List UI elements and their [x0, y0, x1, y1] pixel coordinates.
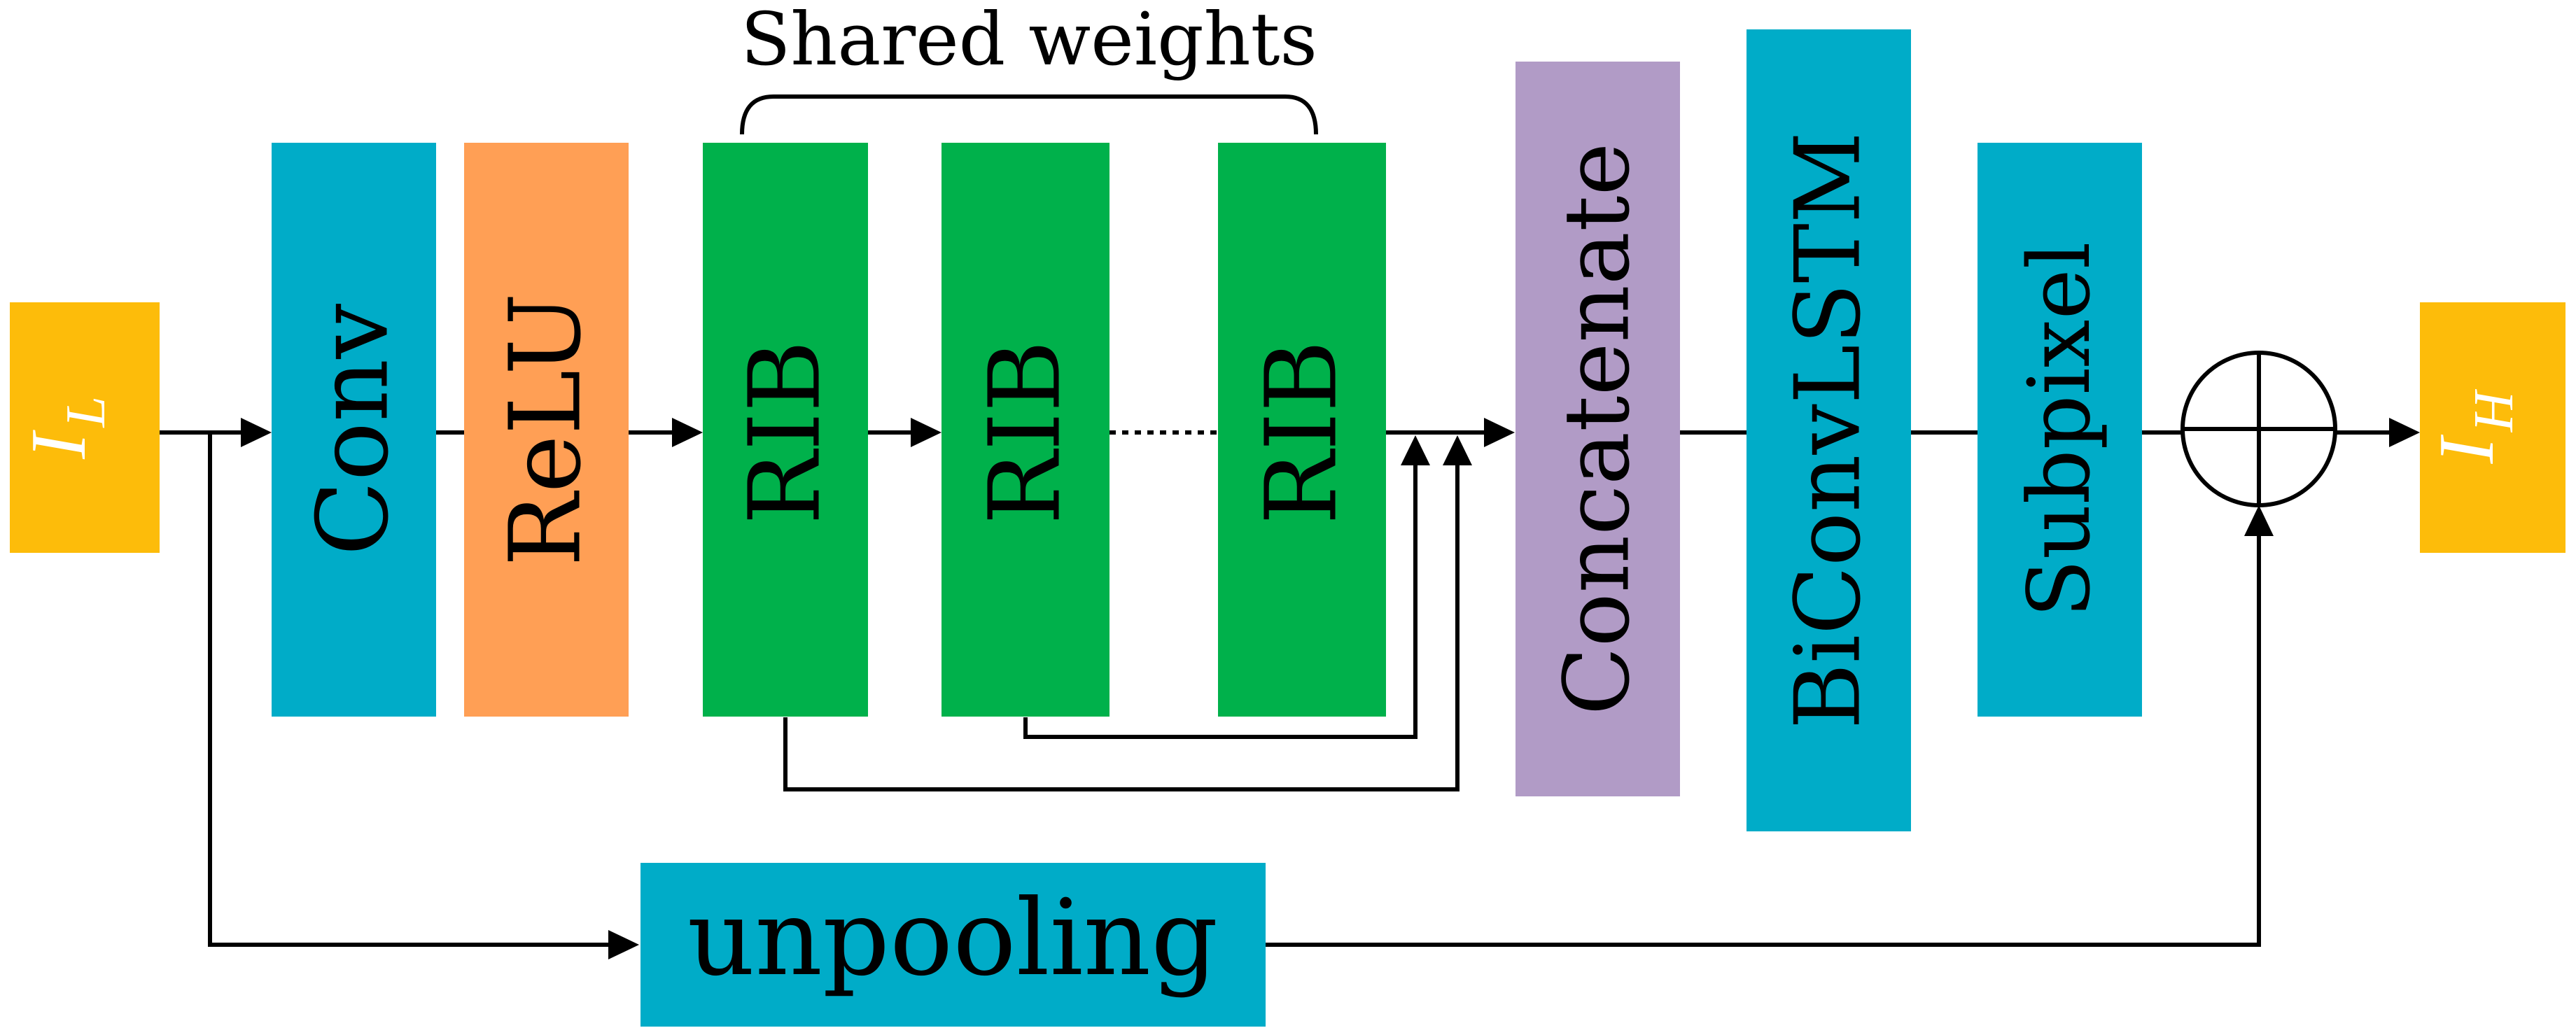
subpixel-block: Subpixel	[1977, 143, 2142, 717]
edge-rib2-skip	[1023, 460, 1418, 739]
conv-label: Conv	[297, 304, 411, 556]
biconvlstm-label: BiConvLSTM	[1777, 132, 1881, 729]
edge-rib1-skip	[783, 460, 1460, 791]
concatenate-box	[1516, 62, 1680, 796]
unpooling-label: unpooling	[687, 878, 1218, 999]
shared-weights-label: Shared weights	[741, 0, 1317, 82]
conv-box	[272, 143, 436, 717]
rib-block-1: RIB	[703, 143, 868, 717]
biconvlstm-box	[1746, 29, 1911, 831]
arrowhead-rib2	[911, 418, 941, 447]
rib-block-2: RIB	[941, 143, 1110, 717]
relu-block: ReLU	[464, 143, 629, 717]
shared-weights-brace	[740, 94, 1318, 135]
input-node: IL	[10, 302, 160, 553]
rib-label-2: RIB	[969, 340, 1083, 525]
arrowhead-unpool	[608, 930, 639, 959]
arrowhead-rib1-skip	[1443, 435, 1472, 465]
rib-label-3: RIB	[1245, 340, 1359, 525]
edge-unpool-sum	[1266, 533, 2261, 947]
output-box	[2420, 302, 2566, 553]
input-label: IL	[15, 396, 117, 460]
edge-input-unpool	[208, 432, 609, 947]
arrowhead-sum	[2244, 505, 2274, 536]
subpixel-box	[1977, 143, 2142, 717]
rib-box-3	[1218, 143, 1386, 717]
arrowhead-rib2-skip	[1401, 435, 1430, 465]
relu-label: ReLU	[489, 293, 603, 567]
rib-block-3: RIB	[1218, 143, 1386, 717]
biconvlstm-block: BiConvLSTM	[1746, 29, 1911, 831]
rib-box-2	[941, 143, 1110, 717]
arrowhead-conv	[241, 418, 272, 447]
rib-label-1: RIB	[729, 340, 843, 525]
conv-block: Conv	[272, 143, 436, 717]
concatenate-block: Concatenate	[1516, 62, 1680, 796]
input-box	[10, 302, 160, 553]
unpooling-box	[640, 863, 1266, 1027]
edges	[160, 418, 2420, 959]
relu-box	[464, 143, 629, 717]
sum-node	[2180, 351, 2337, 507]
shared-weights-group: Shared weights	[740, 0, 1318, 135]
arrowhead-output	[2389, 418, 2420, 447]
arrowhead-rib1	[672, 418, 703, 447]
output-node: IH	[2420, 302, 2566, 553]
rib-box-1	[703, 143, 868, 717]
unpooling-block: unpooling	[640, 863, 1266, 1027]
arrowhead-concat	[1484, 418, 1515, 447]
subpixel-label: Subpixel	[2010, 241, 2109, 617]
concatenate-label: Concatenate	[1546, 143, 1650, 716]
output-label: IH	[2423, 388, 2525, 464]
